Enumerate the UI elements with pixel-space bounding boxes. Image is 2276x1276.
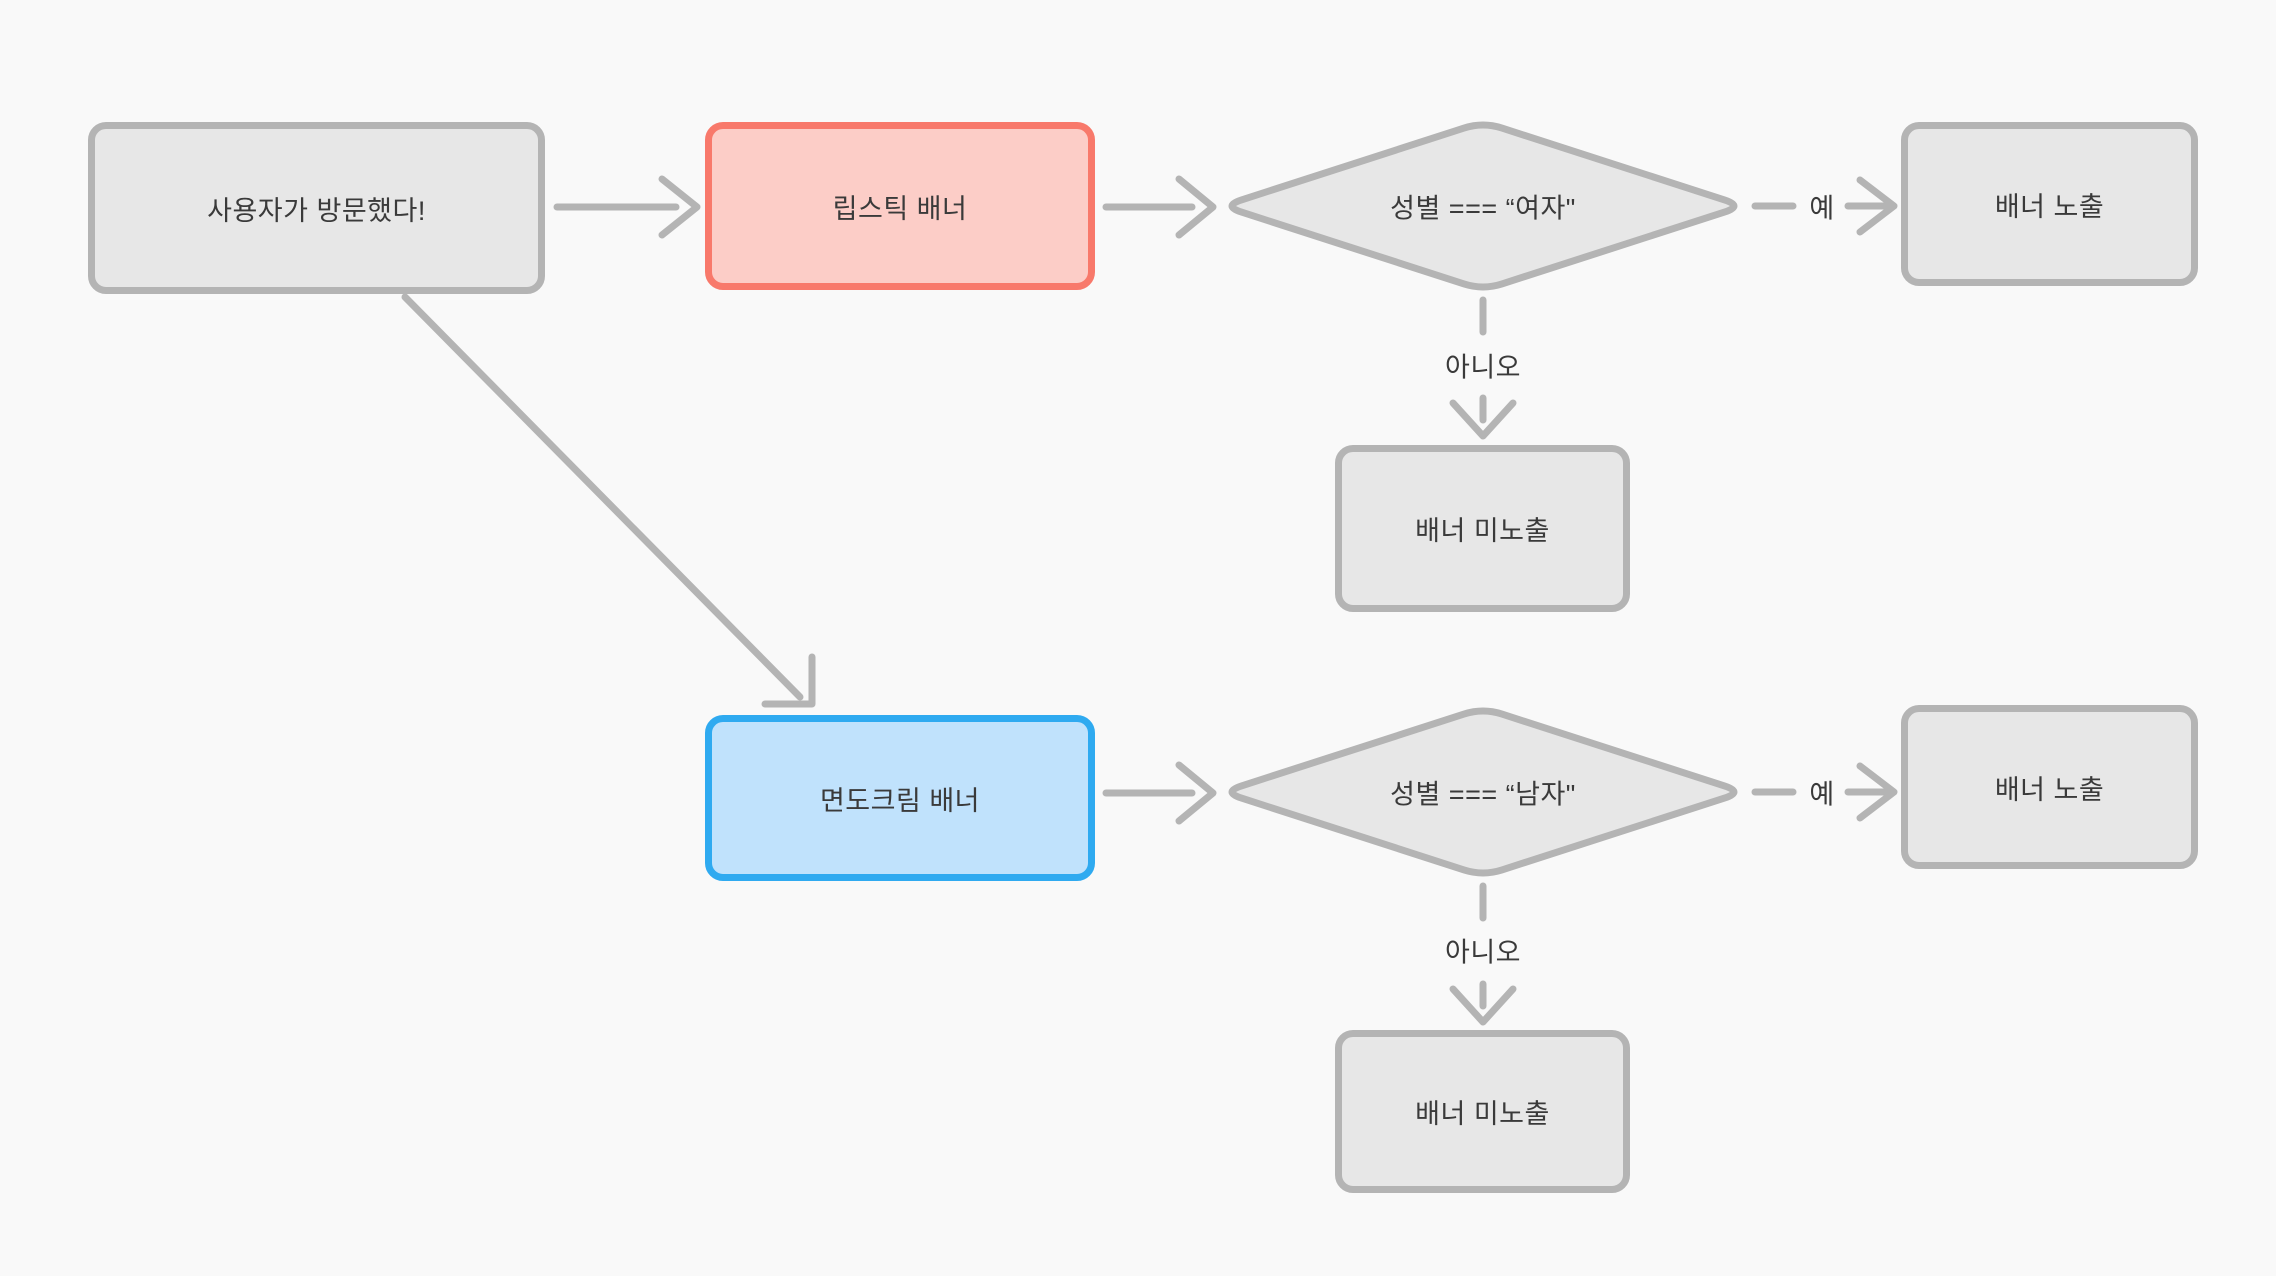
arrowhead-right-icon xyxy=(1175,175,1217,239)
edge-check2-no xyxy=(1449,882,1517,1026)
node-start: 사용자가 방문했다! xyxy=(88,122,545,294)
arrowhead-right-icon xyxy=(1856,762,1898,822)
edge-label-yes-2: 예 xyxy=(1809,779,1835,810)
edge-label-no-2: 아니오 xyxy=(1444,937,1522,968)
edge-label-yes-1: 예 xyxy=(1809,193,1835,224)
edge-check1-no xyxy=(1449,296,1517,440)
edge-start-to-shaving xyxy=(401,293,816,708)
node-label: 사용자가 방문했다! xyxy=(207,195,426,226)
edge-check2-yes xyxy=(1751,762,1898,822)
arrowhead-down-icon xyxy=(1449,399,1517,440)
node-banner-hidden-1: 배너 미노출 xyxy=(1335,445,1630,612)
arrowhead-right-icon xyxy=(1856,176,1898,236)
node-label: 배너 미노출 xyxy=(1415,516,1550,546)
edge-start-to-lipstick xyxy=(553,175,701,239)
node-label: 면도크림 배너 xyxy=(819,785,981,816)
node-label: 배너 미노출 xyxy=(1415,1099,1550,1129)
edge-lipstick-to-check xyxy=(1102,175,1217,239)
node-label: 배너 노출 xyxy=(1994,774,2105,805)
node-shaving-banner: 면도크림 배너 xyxy=(705,715,1095,881)
node-label: 배너 노출 xyxy=(1994,191,2105,222)
node-male-check-label: 성별 === “남자" xyxy=(1390,779,1576,810)
node-female-check-label: 성별 === “여자" xyxy=(1390,193,1576,224)
node-banner-shown-2: 배너 노출 xyxy=(1901,705,2198,869)
edge-strokes xyxy=(401,175,1898,1026)
node-banner-shown-1: 배너 노출 xyxy=(1901,122,2198,286)
node-label: 립스틱 배너 xyxy=(832,193,968,224)
edge-label-no-1: 아니오 xyxy=(1444,352,1522,383)
edge-line xyxy=(401,293,804,701)
node-lipstick-banner: 립스틱 배너 xyxy=(705,122,1095,290)
edge-shaving-to-check xyxy=(1102,761,1217,825)
arrowhead-right-icon xyxy=(1175,761,1217,825)
arrowhead-corner-icon xyxy=(761,653,816,708)
edge-check1-yes xyxy=(1751,176,1898,236)
node-banner-hidden-2: 배너 미노출 xyxy=(1335,1030,1630,1193)
arrowhead-down-icon xyxy=(1449,985,1517,1026)
arrowhead-right-icon xyxy=(658,175,701,239)
node-female-check-shape xyxy=(1228,121,1738,291)
